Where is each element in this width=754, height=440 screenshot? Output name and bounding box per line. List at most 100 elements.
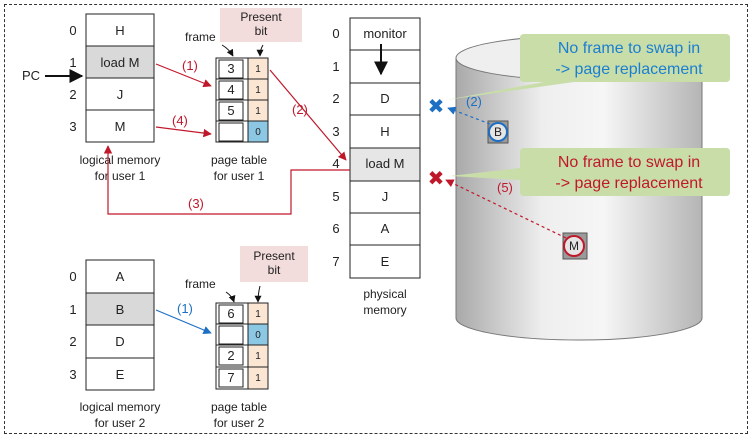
- physical-index: 7: [332, 254, 339, 269]
- user2-cell-label: E: [116, 367, 125, 382]
- physical-frame-highlight: [349, 147, 421, 182]
- user2-frame-number: 6: [227, 306, 234, 321]
- u2-step1-label: (1): [177, 301, 193, 316]
- physical-frame-label: A: [381, 221, 390, 236]
- u1-step5-arrow: [445, 179, 567, 239]
- user2-index: 0: [69, 269, 76, 284]
- user2-cell-label: B: [116, 302, 125, 317]
- page-m-label: M: [569, 239, 579, 253]
- physical-memory-caption: memory: [363, 303, 406, 317]
- physical-index: 1: [332, 59, 339, 74]
- user1-page-table-caption: page table: [211, 153, 267, 167]
- user2-logical-memory: 0 1 2 3 A B D E logical memory for user …: [69, 259, 161, 430]
- u1-step1-label: (1): [182, 58, 198, 73]
- u1-step4-arrow: [155, 126, 212, 138]
- u1-step4-label: (4): [172, 113, 188, 128]
- red-callout: No frame to swap in -> page replacement: [450, 148, 730, 196]
- user1-present-bit: 0: [255, 127, 261, 138]
- user1-index: 0: [69, 23, 76, 38]
- red-fail-x-icon: ✖: [428, 166, 445, 190]
- user1-present-bit-header: [220, 8, 302, 42]
- user1-invalid-bit: [248, 121, 268, 142]
- physical-index: 4: [332, 156, 339, 171]
- user2-cell-highlight: [85, 292, 155, 326]
- user1-index: 1: [69, 55, 76, 70]
- user2-frame-label: frame: [185, 277, 216, 291]
- page-b-label: B: [494, 125, 502, 139]
- user2-index: 2: [69, 334, 76, 349]
- u1-step1-arrow: [155, 63, 212, 88]
- blue-callout-line2: -> page replacement: [555, 61, 703, 78]
- red-callout-line2: -> page replacement: [555, 175, 703, 192]
- physical-frame-label: D: [380, 91, 389, 106]
- user2-page-table: Present bit frame 6 2 7 1 0 1 1 page t: [185, 246, 308, 430]
- user2-frame-number: 2: [227, 348, 234, 363]
- physical-memory: 0 1 2 3 4 5 6 7 monitor D H load M J A E…: [332, 17, 421, 317]
- user1-page-table-caption: for user 1: [214, 169, 265, 183]
- user1-logical-caption: for user 1: [95, 169, 146, 183]
- user1-frame-label: frame: [185, 30, 216, 44]
- user1-cell-label: M: [115, 119, 126, 134]
- user1-index: 2: [69, 87, 76, 102]
- user1-cell-label: J: [117, 87, 124, 102]
- user1-logical-memory: 0 1 2 3 H load M J M logical memory for …: [69, 13, 161, 183]
- physical-frame-label: E: [381, 254, 390, 269]
- user1-page-table: Present bit frame 3 4 5 1 1 1 0 page t: [185, 8, 302, 183]
- blue-fail-x-icon: ✖: [428, 94, 445, 118]
- u2-step1-arrow: [155, 309, 212, 334]
- u1-step5-label: (5): [497, 180, 513, 195]
- dashed-border: [4, 4, 748, 434]
- user1-present-bit: 1: [255, 106, 261, 117]
- user2-present-bit-label: bit: [268, 263, 281, 277]
- user1-present-bit-label: Present: [240, 10, 282, 24]
- physical-frame-label: monitor: [363, 26, 407, 41]
- user2-present-bit: 0: [255, 330, 261, 341]
- u2-step2-label: (2): [466, 94, 482, 109]
- pc-label: PC: [22, 68, 40, 83]
- red-callout-line1: No frame to swap in: [558, 154, 700, 171]
- user1-logical-caption: logical memory: [80, 153, 161, 167]
- user1-present-bit: 1: [255, 64, 261, 75]
- u2-step2-arrow: [447, 106, 491, 125]
- user2-cell-label: D: [115, 334, 124, 349]
- u1-step2-arrow: [269, 69, 347, 161]
- user2-index: 1: [69, 302, 76, 317]
- user1-cell-label: load M: [100, 55, 139, 70]
- user1-present-bit: 1: [255, 85, 261, 96]
- physical-index: 3: [332, 124, 339, 139]
- user1-cell-label: H: [115, 23, 124, 38]
- physical-index: 6: [332, 221, 339, 236]
- physical-index: 0: [332, 26, 339, 41]
- user2-present-bit-header: [240, 246, 308, 282]
- user2-index: 3: [69, 367, 76, 382]
- user1-cell-highlight: [85, 45, 155, 79]
- user2-present-bit-label: Present: [253, 249, 295, 263]
- physical-frame-label: J: [382, 189, 389, 204]
- u1-step2-label: (2): [292, 102, 308, 117]
- blue-callout: No frame to swap in -> page replacement: [446, 34, 730, 100]
- physical-index: 5: [332, 189, 339, 204]
- user2-present-bit: 1: [255, 309, 261, 320]
- physical-frame-label: H: [380, 124, 389, 139]
- user2-page-table-caption: for user 2: [214, 416, 265, 430]
- user2-logical-caption: for user 2: [95, 416, 146, 430]
- disk-page-b: B: [487, 120, 509, 144]
- disk-page-m: M: [562, 232, 588, 260]
- physical-frame-label: load M: [365, 156, 404, 171]
- u1-step3-arrow: [103, 145, 350, 215]
- u1-step3-label: (3): [188, 196, 204, 211]
- physical-index: 2: [332, 91, 339, 106]
- user1-frame-number: 3: [227, 61, 234, 76]
- user1-index: 3: [69, 119, 76, 134]
- user2-page-table-caption: page table: [211, 400, 267, 414]
- user1-frame-number: 4: [227, 82, 234, 97]
- physical-memory-caption: physical: [363, 287, 406, 301]
- user2-logical-caption: logical memory: [80, 400, 161, 414]
- blue-callout-line1: No frame to swap in: [558, 40, 700, 57]
- user2-cell-label: A: [116, 269, 125, 284]
- user2-frame-number: 7: [227, 370, 234, 385]
- user1-frame-number: 5: [227, 103, 234, 118]
- user2-invalid-bit: [248, 324, 268, 345]
